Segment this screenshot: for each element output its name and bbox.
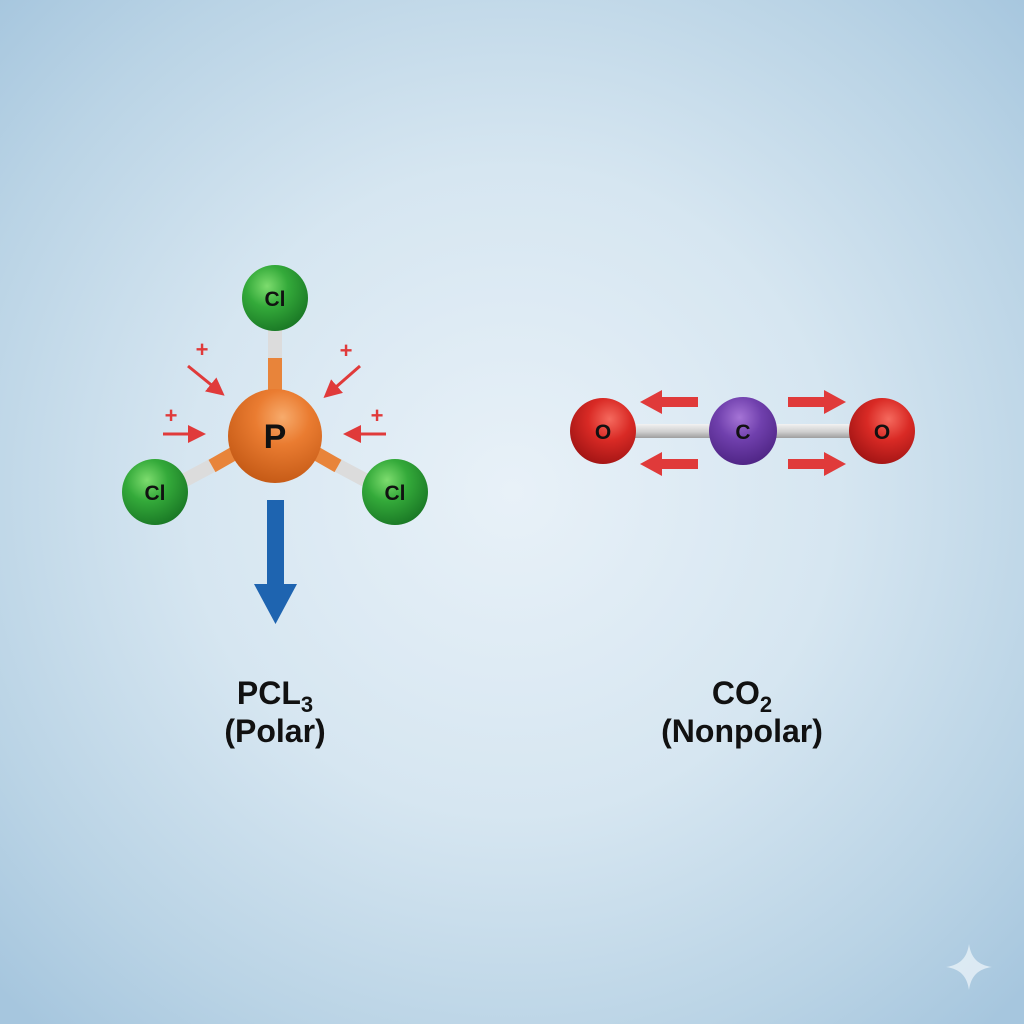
pcl3-molecule: Cl Cl Cl P + + + +	[122, 265, 428, 624]
atom-p-center: P	[228, 389, 322, 483]
arrow-right-upper-icon	[788, 390, 846, 414]
atom-c-center: C	[709, 397, 777, 465]
partial-charge-arrow-upper-left	[187, 364, 225, 396]
plus-sign-icon: +	[165, 403, 178, 428]
plus-sign-icon: +	[371, 403, 384, 428]
atom-o-right: O	[849, 398, 915, 464]
pcl3-caption: PCL3 (Polar)	[175, 674, 375, 750]
pcl3-bonds	[181, 320, 369, 487]
svg-text:P: P	[264, 418, 287, 456]
co2-formula: CO2	[711, 675, 773, 717]
atom-o-left: O	[570, 398, 636, 464]
arrow-right-lower-icon	[788, 452, 846, 476]
co2-bonds	[628, 424, 858, 438]
svg-text:O: O	[595, 421, 611, 444]
arrow-left-upper-icon	[640, 390, 698, 414]
svg-text:Cl: Cl	[265, 288, 286, 311]
arrow-left-lower-icon	[640, 452, 698, 476]
svg-text:O: O	[874, 421, 890, 444]
partial-charge-arrow-upper-right	[323, 364, 361, 398]
plus-sign-icon: +	[340, 338, 353, 363]
co2-molecule: O C O	[570, 390, 915, 476]
plus-sign-icon: +	[196, 337, 209, 362]
svg-text:Cl: Cl	[145, 482, 166, 505]
co2-polarity-label: (Nonpolar)	[661, 713, 823, 749]
partial-charge-arrows: + + + +	[163, 337, 386, 443]
pcl3-polarity-label: (Polar)	[224, 713, 326, 749]
svg-text:C: C	[735, 421, 750, 444]
svg-text:Cl: Cl	[385, 482, 406, 505]
net-dipole-arrow-icon	[254, 500, 297, 624]
atom-cl-right: Cl	[362, 459, 428, 525]
atom-cl-left: Cl	[122, 459, 188, 525]
co2-dipole-arrows	[640, 390, 846, 476]
co2-caption: CO2 (Nonpolar)	[622, 674, 862, 750]
atom-cl-top: Cl	[242, 265, 308, 331]
sparkle-icon	[946, 944, 992, 990]
pcl3-formula: PCL3	[236, 675, 314, 717]
